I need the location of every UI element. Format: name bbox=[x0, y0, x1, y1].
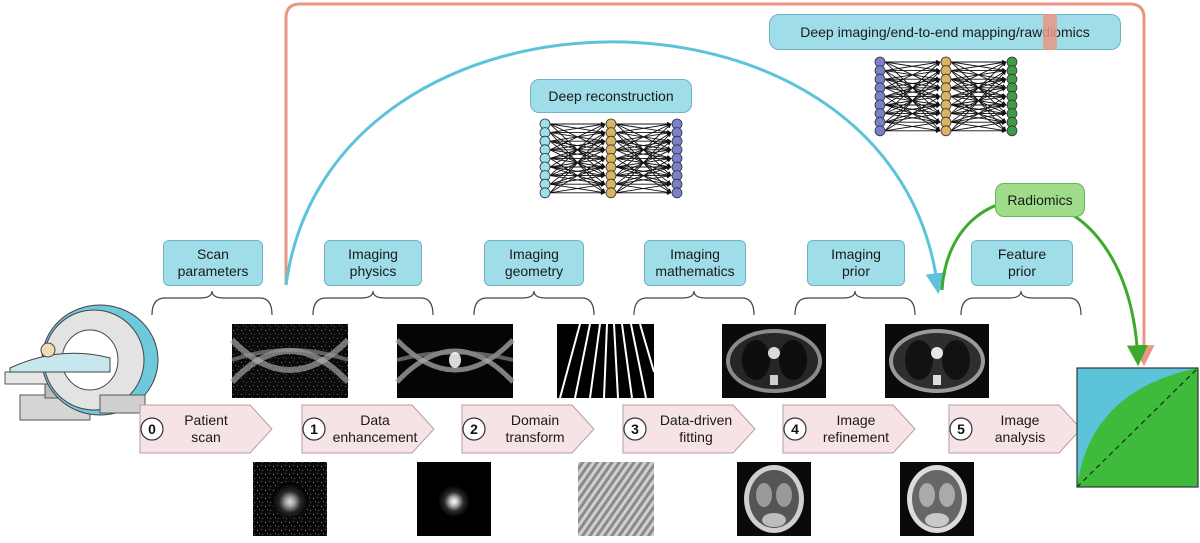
network-edge bbox=[615, 148, 672, 159]
param-imaging-physics: Imaging physics bbox=[324, 240, 422, 286]
network-edge bbox=[950, 120, 1007, 132]
step-label-3: Data-driven fitting bbox=[659, 412, 733, 445]
step-arrow-shape bbox=[301, 404, 435, 454]
step-5: 5 bbox=[948, 404, 1082, 454]
step-3: 3 bbox=[622, 404, 756, 454]
network-edge bbox=[549, 122, 606, 134]
network-edge bbox=[884, 61, 941, 114]
network-node bbox=[605, 187, 617, 199]
network-edge bbox=[615, 158, 672, 194]
step-number-circle bbox=[783, 417, 807, 441]
network-edge bbox=[950, 86, 1007, 97]
deep-reconstruction-network bbox=[539, 118, 683, 199]
network-edge bbox=[549, 123, 606, 151]
step-number-circle bbox=[623, 417, 647, 441]
deep-reconstruction-label: Deep reconstruction bbox=[530, 79, 692, 113]
step-number-circle bbox=[302, 417, 326, 441]
step-arrow-shape bbox=[782, 404, 916, 454]
step-arrow-shape bbox=[948, 404, 1082, 454]
deep-reconstruction-arc bbox=[284, 40, 947, 295]
network-edge bbox=[615, 165, 672, 177]
param-imaging-mathematics: Imaging mathematics bbox=[644, 240, 746, 286]
step-1: 1 bbox=[301, 404, 435, 454]
network-edge bbox=[615, 132, 672, 194]
network-edge bbox=[884, 86, 941, 97]
step-number: 3 bbox=[631, 421, 639, 437]
step-number: 5 bbox=[957, 421, 965, 437]
network-edge bbox=[884, 70, 941, 132]
step-label-4: Image refinement bbox=[822, 412, 890, 445]
sinogram-clean-image bbox=[395, 324, 515, 398]
rawdiomics-highlight bbox=[1043, 14, 1057, 50]
kspace-noisy-image bbox=[253, 462, 327, 536]
deep-imaging-label: Deep imaging/end-to-end mapping/rawdiomi… bbox=[769, 14, 1121, 50]
pipeline-steps: 0 1 2 3 4 5 bbox=[139, 404, 1082, 454]
step-2: 2 bbox=[461, 404, 595, 454]
param-feature-prior: Feature prior bbox=[971, 240, 1073, 286]
network-edge bbox=[549, 165, 606, 177]
step-4: 4 bbox=[782, 404, 916, 454]
step-number-circle bbox=[949, 417, 973, 441]
network-edge bbox=[549, 123, 606, 176]
step-number-circle bbox=[462, 417, 486, 441]
network-edge bbox=[549, 158, 606, 194]
step-number: 2 bbox=[470, 421, 478, 437]
step-arrow-shape bbox=[461, 404, 595, 454]
brain-mri-image-2 bbox=[900, 462, 974, 536]
network-edge bbox=[884, 120, 941, 132]
sinogram-noisy-image bbox=[229, 324, 351, 398]
step-number-circle bbox=[140, 417, 164, 441]
step-arrow-shape bbox=[622, 404, 756, 454]
brain-mri-image-1 bbox=[737, 462, 811, 536]
network-edge bbox=[950, 103, 1007, 115]
kspace-clean-image bbox=[417, 462, 491, 536]
radon-lines-image bbox=[557, 323, 655, 399]
network-edge bbox=[884, 96, 941, 132]
network-edge bbox=[615, 122, 672, 134]
roc-curve-icon bbox=[1076, 367, 1199, 488]
network-edge bbox=[549, 182, 606, 194]
network-edge bbox=[884, 60, 941, 72]
network-node bbox=[1006, 125, 1018, 137]
ct-scanner-icon bbox=[4, 304, 159, 421]
parameter-braces bbox=[151, 290, 1082, 316]
radiomics-label: Radiomics bbox=[995, 183, 1085, 217]
step-0: 0 bbox=[139, 404, 273, 454]
network-edge bbox=[950, 70, 1007, 132]
network-edge bbox=[950, 61, 1007, 89]
network-edge bbox=[950, 96, 1007, 132]
deep-imaging-network bbox=[874, 56, 1018, 137]
step-number: 0 bbox=[148, 421, 156, 437]
network-node bbox=[940, 125, 952, 137]
step-number: 4 bbox=[791, 421, 799, 437]
step-label-2: Domain transform bbox=[505, 412, 565, 445]
network-node bbox=[874, 125, 886, 137]
network-edge bbox=[549, 132, 606, 194]
chest-ct-image-2 bbox=[885, 324, 989, 398]
network-edge bbox=[549, 148, 606, 159]
network-edge bbox=[884, 61, 941, 89]
network-node bbox=[671, 187, 683, 199]
param-imaging-geometry: Imaging geometry bbox=[484, 240, 584, 286]
network-edge bbox=[950, 61, 1007, 114]
network-edge bbox=[615, 182, 672, 194]
moire-image bbox=[578, 462, 654, 536]
step-label-5: Image analysis bbox=[994, 412, 1046, 445]
network-node bbox=[539, 187, 551, 199]
step-label-0: Patient scan bbox=[184, 412, 228, 445]
param-imaging-prior: Imaging prior bbox=[807, 240, 905, 286]
network-edge bbox=[950, 60, 1007, 72]
network-edge bbox=[884, 103, 941, 115]
network-edge bbox=[615, 123, 672, 151]
network-edge bbox=[615, 123, 672, 176]
step-arrow-shape bbox=[139, 404, 273, 454]
deep-imaging-arc bbox=[284, 2, 1155, 367]
step-label-1: Data enhancement bbox=[332, 412, 418, 445]
step-number: 1 bbox=[310, 421, 318, 437]
param-scan-parameters: Scan parameters bbox=[163, 240, 263, 286]
chest-ct-image-1 bbox=[722, 324, 826, 398]
